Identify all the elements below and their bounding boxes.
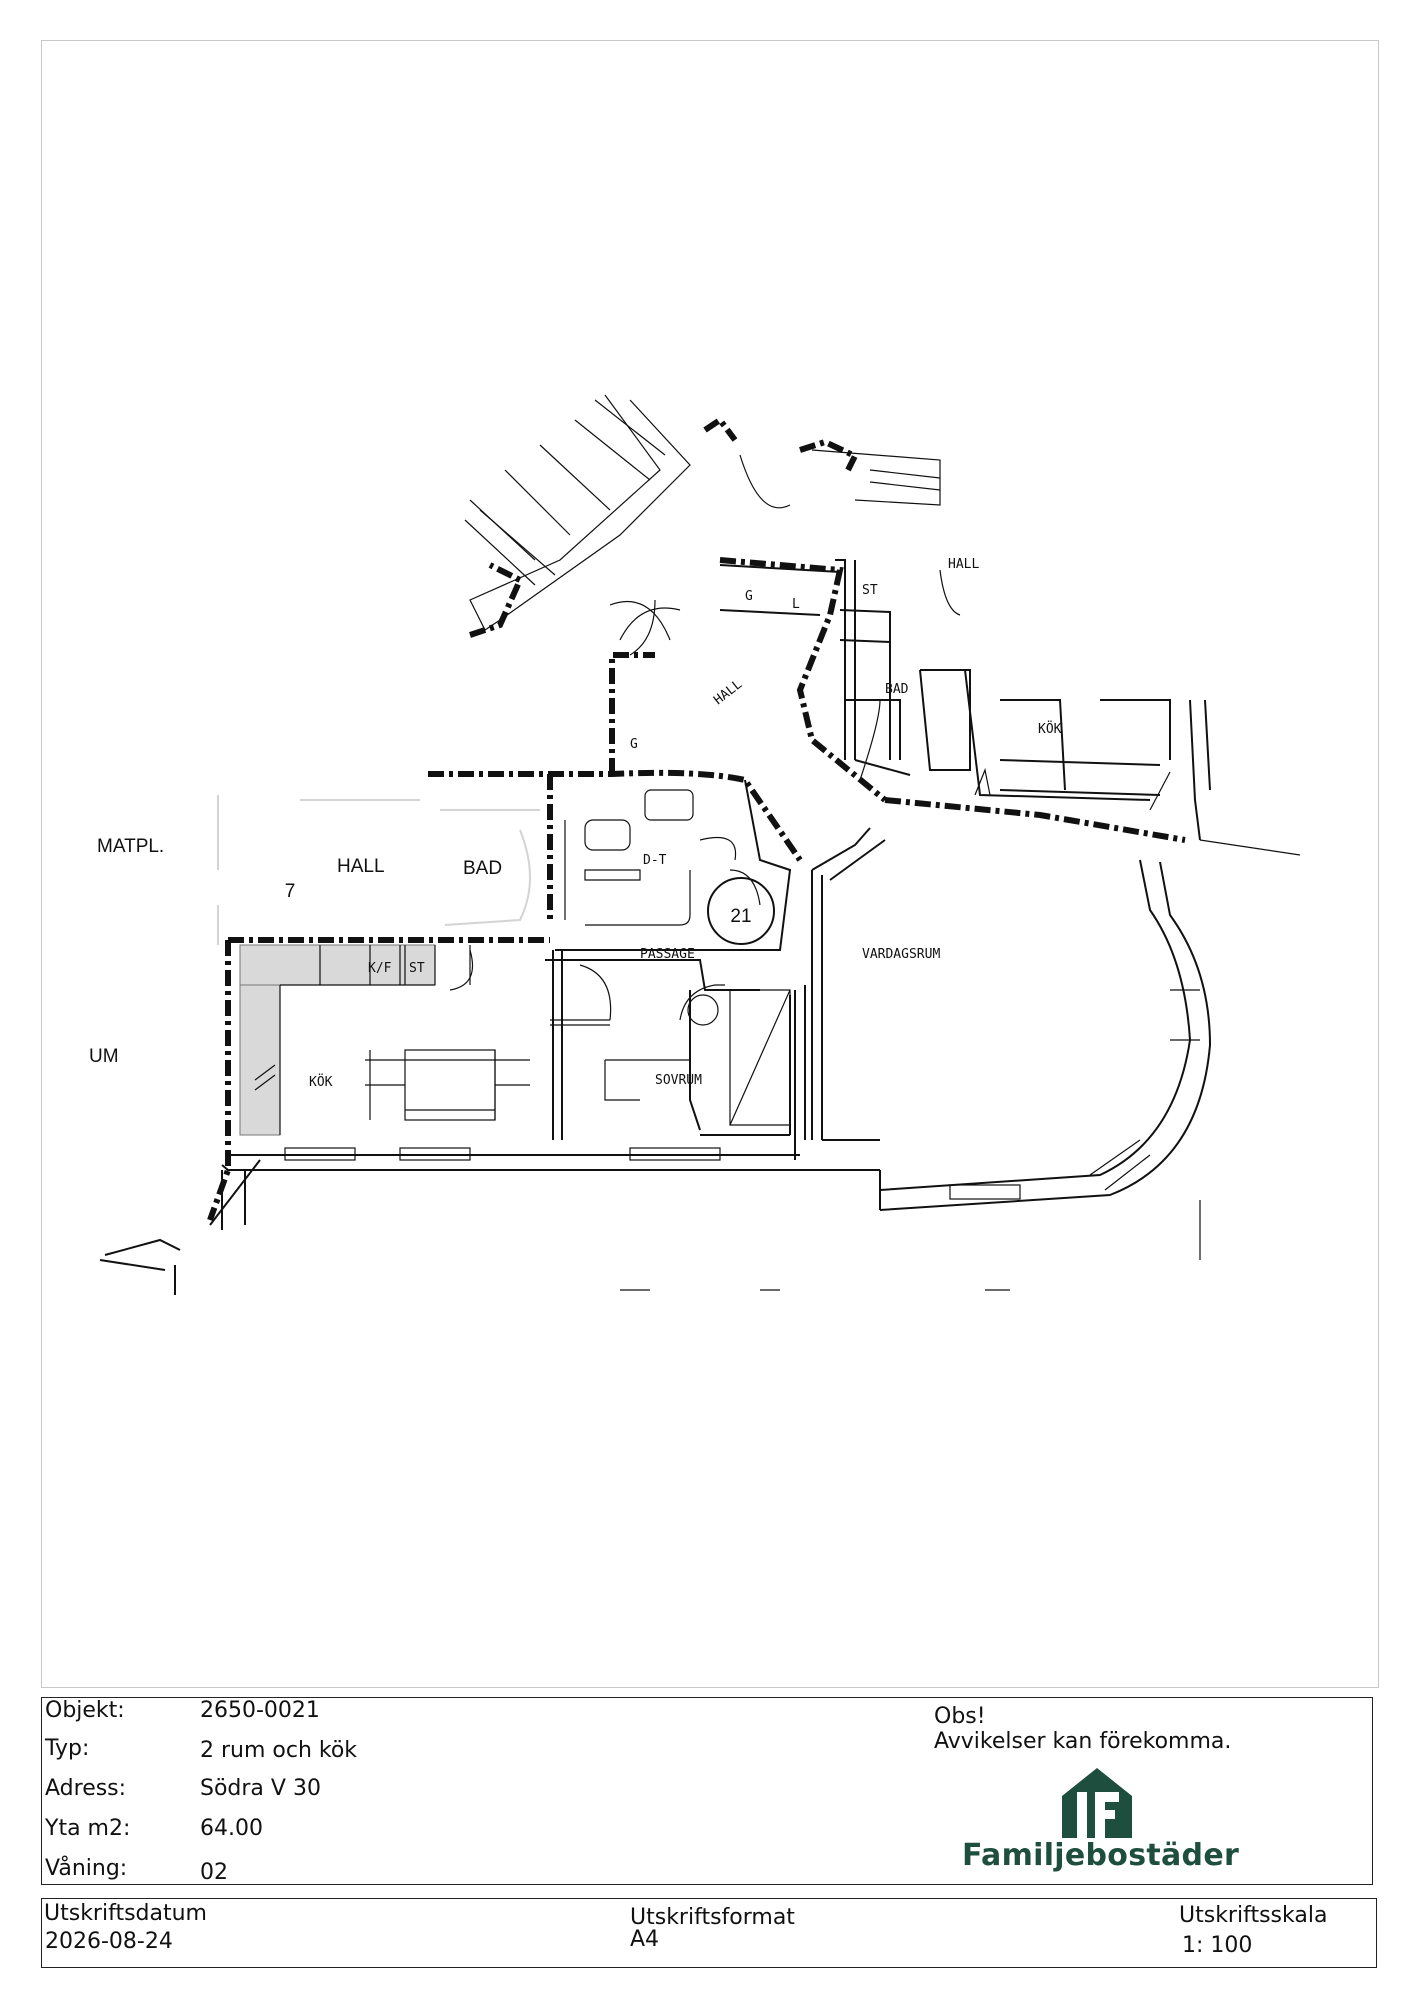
door-swings <box>619 607 761 906</box>
yta-label: Yta m2: <box>45 1816 131 1841</box>
room-label-st-kitchen: ST <box>409 961 425 976</box>
room-label-kok: KÖK <box>309 1073 333 1090</box>
room-label-g-hall: G <box>630 737 638 752</box>
print-date-label: Utskriftsdatum <box>44 1901 207 1926</box>
neighbor-label-bad: BAD <box>463 858 502 879</box>
brand-name: Familjebostäder <box>962 1838 1240 1873</box>
room-label-bad-upper: BAD <box>885 682 909 697</box>
neighbor-unit-outline <box>217 795 540 945</box>
room-label-hall-upper: HALL <box>948 557 979 572</box>
typ-label: Typ: <box>45 1736 90 1761</box>
unit-number: 21 <box>730 906 751 927</box>
upper-stair <box>464 394 941 656</box>
print-format-value: A4 <box>630 1927 660 1952</box>
upper-right-unit <box>719 559 1301 856</box>
kitchen-fixtures <box>239 944 721 1161</box>
room-label-g-upper: G <box>745 589 753 604</box>
print-scale-label: Utskriftsskala <box>1179 1903 1328 1928</box>
typ-value: 2 rum och kök <box>200 1738 358 1763</box>
floor-plan: 21 7 HALL HALL BAD KÖK VARDAGSRUM PASSAG… <box>89 394 1301 1295</box>
neighbor-label-matpl: MATPL. <box>97 836 164 857</box>
room-label-l-upper: L <box>792 597 800 612</box>
room-label-st-upper: ST <box>862 583 878 598</box>
room-label-sovrum: SOVRUM <box>655 1073 702 1088</box>
room-label-kf: K/F <box>368 961 392 976</box>
room-label-vardagsrum: VARDAGSRUM <box>862 947 940 962</box>
bedroom-fixtures <box>550 964 791 1126</box>
floor-plan-frame <box>41 40 1379 1688</box>
room-label-passage: PASSAGE <box>640 947 695 962</box>
living-room-windows <box>620 989 1201 1291</box>
disclaimer-note: Obs! Avvikelser kan förekomma. <box>934 1704 1231 1754</box>
print-info-footer: Utskriftsdatum 2026-08-24 Utskriftsforma… <box>41 1898 1377 1968</box>
bathroom-fixtures <box>564 789 737 926</box>
neighbor-unit-number: 7 <box>285 881 296 902</box>
objekt-value: 2650-0021 <box>200 1698 320 1723</box>
familjebostader-logo <box>1062 1768 1132 1838</box>
room-label-dt: D-T <box>643 853 667 868</box>
vaning-value: 02 <box>200 1860 228 1885</box>
print-date-value: 2026-08-24 <box>45 1929 173 1954</box>
print-scale-value: 1: 100 <box>1182 1933 1253 1958</box>
print-format-label: Utskriftsformat <box>630 1905 795 1930</box>
walls <box>207 415 1186 1222</box>
property-info-box: Objekt: 2650-0021 Typ: 2 rum och kök Adr… <box>41 1697 1373 1885</box>
yta-value: 64.00 <box>200 1816 263 1841</box>
room-label-kok-upper: KÖK <box>1038 720 1062 737</box>
unit-number-circle <box>707 877 775 945</box>
adress-value: Södra V 30 <box>200 1776 321 1801</box>
room-label-hall: HALL <box>711 677 745 708</box>
objekt-label: Objekt: <box>45 1698 125 1723</box>
vaning-label: Våning: <box>45 1856 128 1881</box>
adress-label: Adress: <box>45 1776 127 1801</box>
note-title: Obs! <box>934 1704 986 1729</box>
note-text: Avvikelser kan förekomma. <box>934 1729 1232 1754</box>
neighbor-label-hall: HALL <box>337 856 385 877</box>
neighbor-label-um: UM <box>89 1046 119 1067</box>
